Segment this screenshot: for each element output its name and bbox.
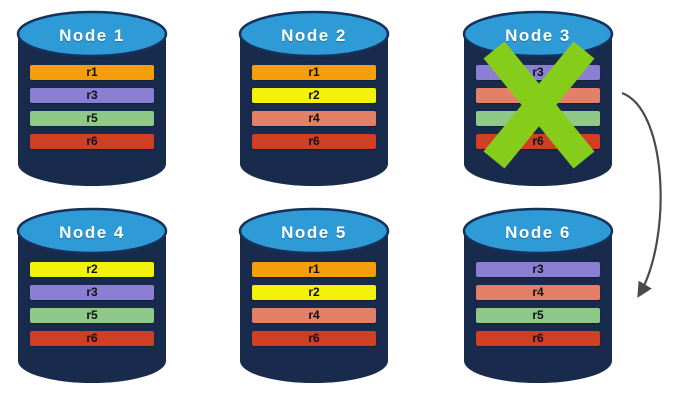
replica-label: r1 (86, 65, 98, 79)
replica-bar-r3: r3 (476, 65, 600, 80)
replica-label: r3 (86, 285, 98, 299)
replica-label: r6 (308, 331, 320, 345)
replica-label: r5 (86, 111, 98, 125)
replica-label: r6 (86, 331, 98, 345)
replica-bar-r4: r4 (476, 88, 600, 103)
replica-label: r6 (532, 134, 544, 148)
replica-label: r5 (86, 308, 98, 322)
cylinder-top-ellipse (16, 10, 168, 58)
replica-list: r1 r2 r4 r6 (252, 65, 376, 157)
replica-label: r6 (308, 134, 320, 148)
replica-label: r4 (532, 285, 544, 299)
replica-bar-r6: r6 (476, 134, 600, 149)
replica-bar-r1: r1 (252, 262, 376, 277)
replica-label: r2 (308, 88, 320, 102)
replica-bar-r2: r2 (252, 285, 376, 300)
cylinder-top-ellipse (238, 10, 390, 58)
replica-bar-r1: r1 (30, 65, 154, 80)
replica-bar-r4: r4 (252, 308, 376, 323)
replica-bar-r6: r6 (30, 134, 154, 149)
replica-label: r1 (308, 65, 320, 79)
replica-bar-r2: r2 (30, 262, 154, 277)
arrow-path (621, 91, 662, 298)
replica-bar-r5: r5 (476, 111, 600, 126)
replica-list: r2 r3 r5 r6 (30, 262, 154, 354)
replica-label: r5 (532, 308, 544, 322)
replica-label: r2 (308, 285, 320, 299)
replica-list: r1 r2 r4 r6 (252, 262, 376, 354)
cylinder-top-ellipse (238, 207, 390, 255)
replica-label: r5 (532, 111, 544, 125)
replica-bar-r5: r5 (476, 308, 600, 323)
replica-list: r1 r3 r5 r6 (30, 65, 154, 157)
cylinder-top-ellipse (16, 207, 168, 255)
replica-bar-r6: r6 (30, 331, 154, 346)
replica-label: r4 (308, 308, 320, 322)
replica-label: r6 (532, 331, 544, 345)
replica-bar-r6: r6 (252, 134, 376, 149)
replica-label: r2 (86, 262, 98, 276)
replica-bar-r5: r5 (30, 111, 154, 126)
replica-label: r4 (532, 88, 544, 102)
replica-bar-r6: r6 (252, 331, 376, 346)
replica-label: r6 (86, 134, 98, 148)
replica-list: r3 r4 r5 r6 (476, 262, 600, 354)
replica-bar-r2: r2 (252, 88, 376, 103)
replica-label: r1 (308, 262, 320, 276)
replica-label: r4 (308, 111, 320, 125)
replica-bar-r1: r1 (252, 65, 376, 80)
replica-bar-r3: r3 (30, 88, 154, 103)
replica-label: r3 (532, 65, 544, 79)
replica-bar-r5: r5 (30, 308, 154, 323)
replica-bar-r6: r6 (476, 331, 600, 346)
replica-label: r3 (532, 262, 544, 276)
replica-bar-r4: r4 (252, 111, 376, 126)
replica-bar-r3: r3 (30, 285, 154, 300)
replica-bar-r3: r3 (476, 262, 600, 277)
replica-bar-r4: r4 (476, 285, 600, 300)
cylinder-top-ellipse (462, 10, 614, 58)
cylinder-top-ellipse (462, 207, 614, 255)
replica-list: r3 r4 r5 r6 (476, 65, 600, 157)
replica-label: r3 (86, 88, 98, 102)
